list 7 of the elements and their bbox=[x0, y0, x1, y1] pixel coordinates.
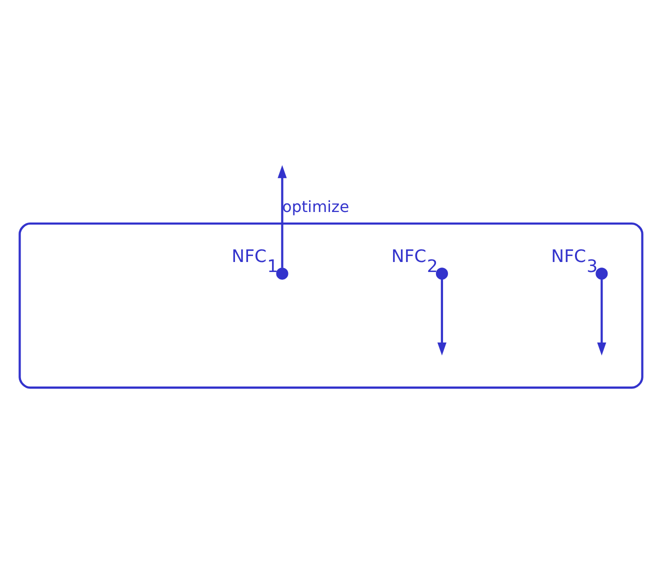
node-circle bbox=[596, 267, 608, 280]
arrow bbox=[597, 278, 606, 355]
arrow bbox=[278, 164, 287, 268]
arrow bbox=[437, 278, 446, 355]
node-circle bbox=[276, 267, 288, 280]
node-circle bbox=[436, 267, 448, 280]
cluster bbox=[18, 222, 644, 388]
